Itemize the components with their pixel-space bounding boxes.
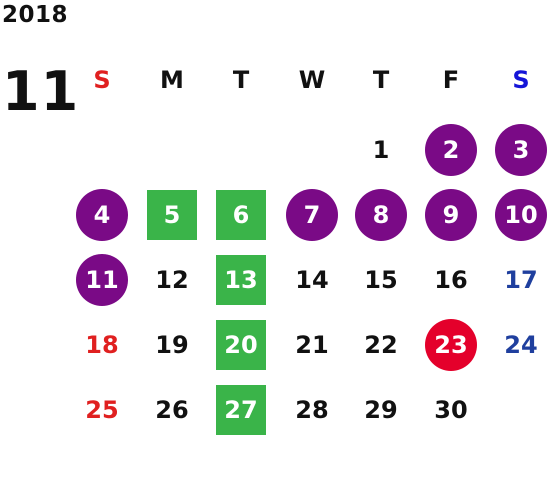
day-cell-1[interactable]: 1 [355,124,407,176]
day-number: 1 [372,136,390,164]
day-cell-21[interactable]: 21 [286,319,338,371]
weekday-header-saturday: S [512,66,530,94]
day-cell-13[interactable]: 13 [216,255,266,305]
day-cell-12[interactable]: 12 [146,254,198,306]
day-cell-23[interactable]: 23 [425,319,477,371]
day-number: 25 [85,396,119,424]
day-cell-19[interactable]: 19 [146,319,198,371]
day-number: 29 [364,396,398,424]
day-cell-14[interactable]: 14 [286,254,338,306]
day-cell-9[interactable]: 9 [425,189,477,241]
day-cell-5[interactable]: 5 [147,190,197,240]
day-number: 27 [224,396,258,424]
day-number: 30 [434,396,468,424]
day-number: 28 [295,396,329,424]
day-number: 21 [295,331,329,359]
day-cell-17[interactable]: 17 [495,254,547,306]
day-cell-28[interactable]: 28 [286,384,338,436]
weekday-header-monday: M [160,66,184,94]
day-number: 17 [504,266,538,294]
day-number: 18 [85,331,119,359]
day-number: 9 [442,201,460,229]
day-cell-24[interactable]: 24 [495,319,547,371]
day-number: 16 [434,266,468,294]
day-cell-6[interactable]: 6 [216,190,266,240]
day-number: 6 [232,201,250,229]
day-number: 3 [512,136,530,164]
day-cell-11[interactable]: 11 [76,254,128,306]
day-cell-2[interactable]: 2 [425,124,477,176]
day-number: 24 [504,331,538,359]
day-cell-4[interactable]: 4 [76,189,128,241]
day-cell-22[interactable]: 22 [355,319,407,371]
weekday-header-friday: F [442,66,460,94]
day-cell-15[interactable]: 15 [355,254,407,306]
day-number: 19 [155,331,189,359]
day-number: 7 [303,201,321,229]
day-cell-26[interactable]: 26 [146,384,198,436]
day-cell-8[interactable]: 8 [355,189,407,241]
weekday-header-thursday: T [372,66,390,94]
weekday-header-tuesday: T [232,66,250,94]
day-cell-20[interactable]: 20 [216,320,266,370]
day-number: 11 [85,266,119,294]
day-cell-16[interactable]: 16 [425,254,477,306]
weekday-header-wednesday: W [298,66,326,94]
day-number: 13 [224,266,258,294]
day-number: 14 [295,266,329,294]
day-number: 22 [364,331,398,359]
day-number: 26 [155,396,189,424]
day-cell-7[interactable]: 7 [286,189,338,241]
day-number: 8 [372,201,390,229]
day-number: 15 [364,266,398,294]
day-number: 20 [224,331,258,359]
day-cell-30[interactable]: 30 [425,384,477,436]
weekday-header-sunday: S [93,66,111,94]
day-cell-27[interactable]: 27 [216,385,266,435]
day-cell-10[interactable]: 10 [495,189,547,241]
day-number: 12 [155,266,189,294]
day-number: 5 [163,201,181,229]
day-cell-3[interactable]: 3 [495,124,547,176]
day-cell-18[interactable]: 18 [76,319,128,371]
day-number: 23 [434,331,468,359]
day-number: 10 [504,201,538,229]
day-number: 2 [442,136,460,164]
day-cell-25[interactable]: 25 [76,384,128,436]
day-number: 4 [93,201,111,229]
day-cell-29[interactable]: 29 [355,384,407,436]
month-label: 11 [2,60,80,123]
year-label: 2018 [2,2,69,28]
